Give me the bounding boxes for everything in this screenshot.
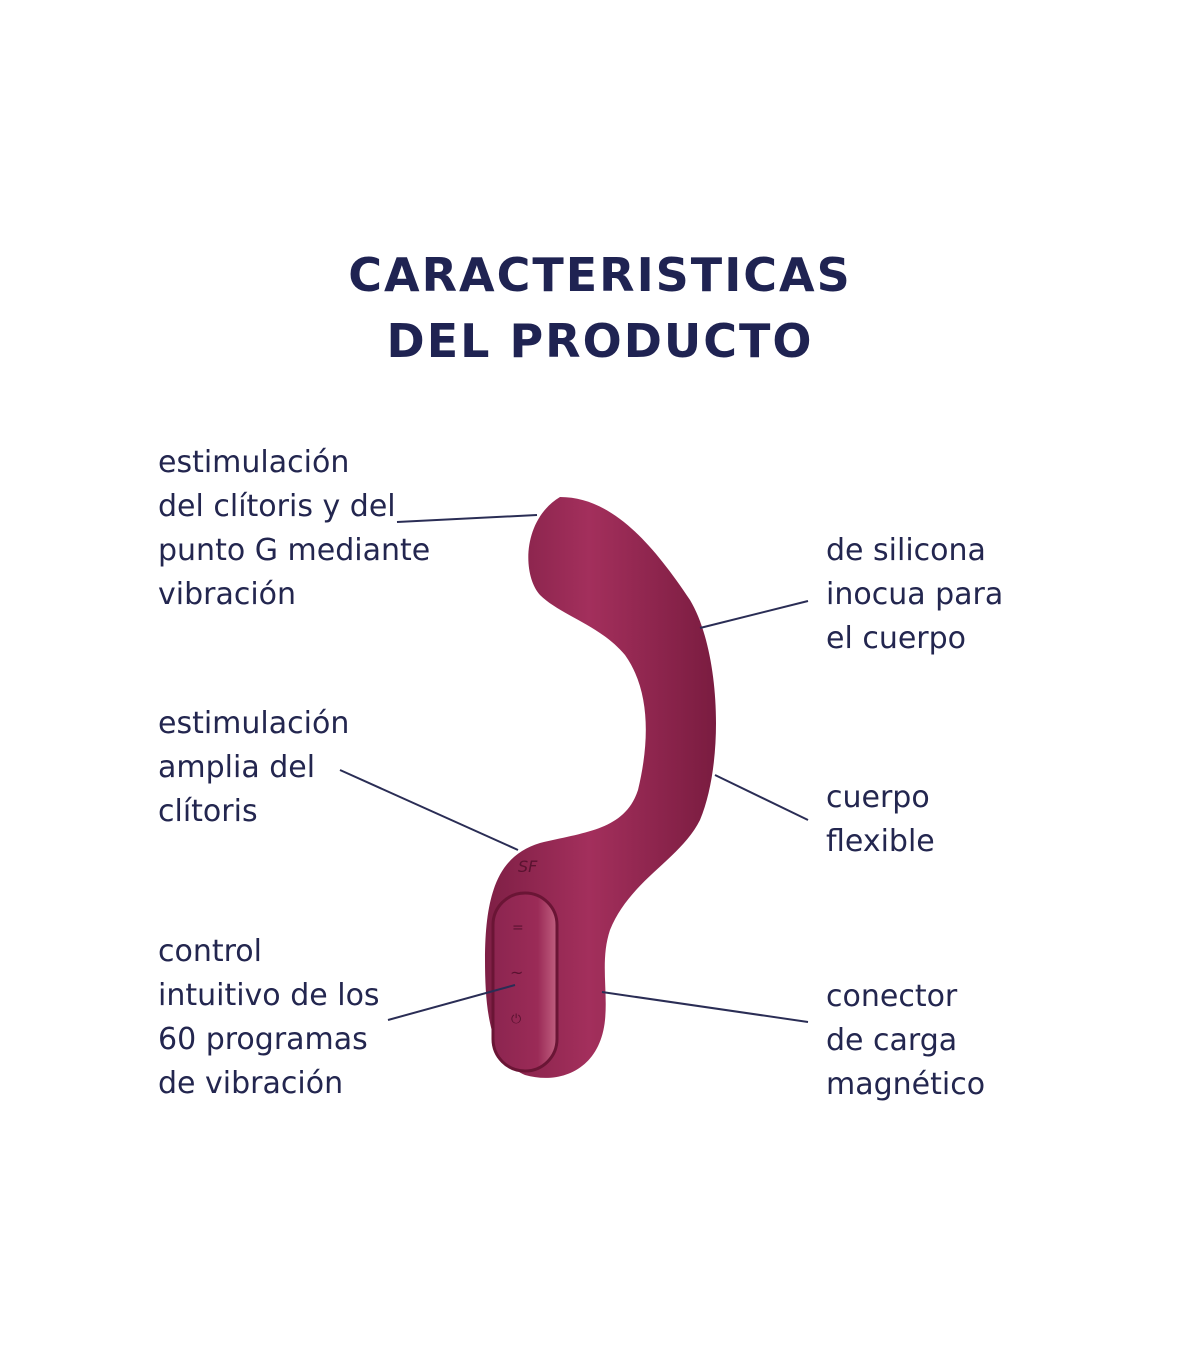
feature-line: de carga	[826, 1023, 958, 1058]
leader-line	[714, 774, 809, 821]
mode-button-icon: ~	[510, 963, 523, 982]
feature-line: el cuerpo	[826, 621, 967, 656]
leader-line	[339, 769, 519, 851]
feature-line: amplia del	[158, 750, 316, 785]
feature-line: clítoris	[158, 794, 258, 829]
leader-line	[396, 514, 538, 523]
brand-logo-icon: SF	[518, 857, 538, 876]
feature-line: de vibración	[158, 1066, 344, 1101]
feature-line: estimulación	[158, 706, 350, 741]
feature-line: magnético	[826, 1067, 986, 1102]
feature-line: punto G mediante	[158, 533, 431, 568]
feature-gspot-clitoris: estimulación del clítoris y del punto G …	[158, 441, 430, 617]
page-title: CARACTERISTICAS DEL PRODUCTO	[0, 242, 1200, 374]
feature-line: intuitivo de los	[158, 978, 380, 1013]
feature-wide-clitoris: estimulación amplia del clítoris	[158, 702, 349, 834]
feature-line: 60 programas	[158, 1022, 368, 1057]
feature-line: cuerpo	[826, 780, 930, 815]
feature-silicone: de silicona inocua para el cuerpo	[826, 529, 1003, 661]
feature-line: flexible	[826, 824, 935, 859]
leader-line	[601, 991, 809, 1023]
title-line-1: CARACTERISTICAS	[348, 248, 852, 302]
leader-line	[387, 984, 516, 1021]
control-panel	[491, 891, 559, 1073]
title-line-2: DEL PRODUCTO	[386, 314, 814, 368]
power-button-icon: ⏻	[511, 1012, 521, 1027]
feature-line: control	[158, 934, 262, 969]
feature-line: del clítoris y del	[158, 489, 396, 524]
feature-line: inocua para	[826, 577, 1004, 612]
leader-line	[699, 600, 809, 629]
feature-magnetic-charger: conector de carga magnético	[826, 975, 985, 1107]
feature-line: conector	[826, 979, 958, 1014]
plus-button-icon: =	[512, 920, 524, 936]
feature-control: control intuitivo de los 60 programas de…	[158, 930, 380, 1106]
feature-line: estimulación	[158, 445, 350, 480]
leader-lines	[339, 514, 809, 1023]
feature-line: de silicona	[826, 533, 986, 568]
feature-flexible: cuerpo flexible	[826, 776, 935, 864]
feature-line: vibración	[158, 577, 297, 612]
